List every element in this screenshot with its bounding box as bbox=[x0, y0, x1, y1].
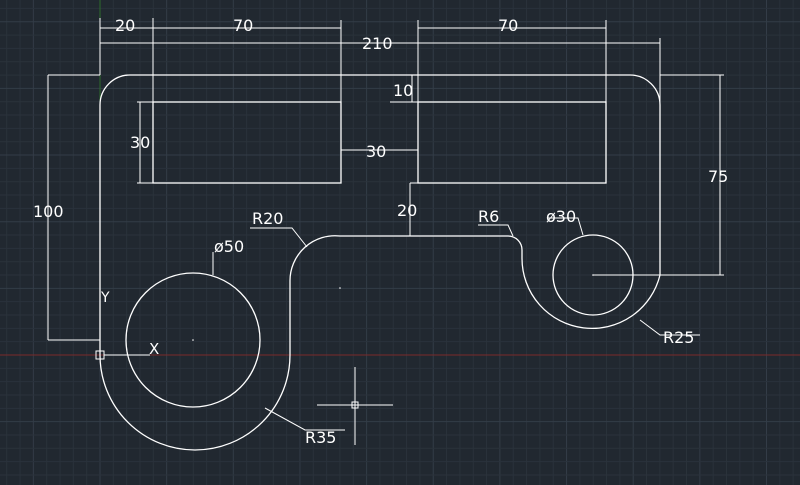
dim-100-text: 100 bbox=[33, 202, 64, 221]
leader-r35 bbox=[264, 407, 345, 431]
leader-r6 bbox=[478, 224, 514, 237]
dim-dia50-text: ø50 bbox=[214, 237, 244, 256]
part-outline bbox=[99, 74, 661, 451]
stray-dot bbox=[339, 287, 341, 289]
dim-20-top-text: 20 bbox=[115, 16, 135, 35]
dim-30-vert-text: 30 bbox=[130, 133, 150, 152]
dim-10-text: 10 bbox=[393, 81, 413, 100]
dim-210-text: 210 bbox=[362, 34, 393, 53]
dim-r25-text: R25 bbox=[663, 328, 694, 347]
ucs-y-label: Y bbox=[100, 290, 110, 306]
dim-70-left-text: 70 bbox=[233, 16, 253, 35]
leader-r20 bbox=[250, 227, 308, 248]
center-dot-large bbox=[192, 339, 194, 341]
leader-r25 bbox=[639, 319, 700, 336]
left-slot bbox=[152, 101, 342, 184]
dim-70-right-text: 70 bbox=[498, 16, 518, 35]
dim-20-mid-text: 20 bbox=[397, 201, 417, 220]
dim-75-text: 75 bbox=[708, 167, 728, 186]
dim-r35-text: R35 bbox=[305, 428, 336, 447]
right-slot bbox=[417, 101, 607, 184]
crosshair-cursor-icon bbox=[317, 367, 393, 445]
dim-r6-text: R6 bbox=[478, 207, 499, 226]
ucs-x-label: X bbox=[149, 340, 159, 358]
dim-r20-text: R20 bbox=[252, 209, 283, 228]
large-hole-dia50 bbox=[125, 272, 261, 408]
leader-dia30 bbox=[548, 217, 584, 236]
center-dot-small bbox=[592, 274, 594, 276]
dim-30-horiz-text: 30 bbox=[366, 142, 386, 161]
dim-dia30-text: ø30 bbox=[546, 207, 576, 226]
ucs-icon: Y X bbox=[95, 290, 159, 360]
